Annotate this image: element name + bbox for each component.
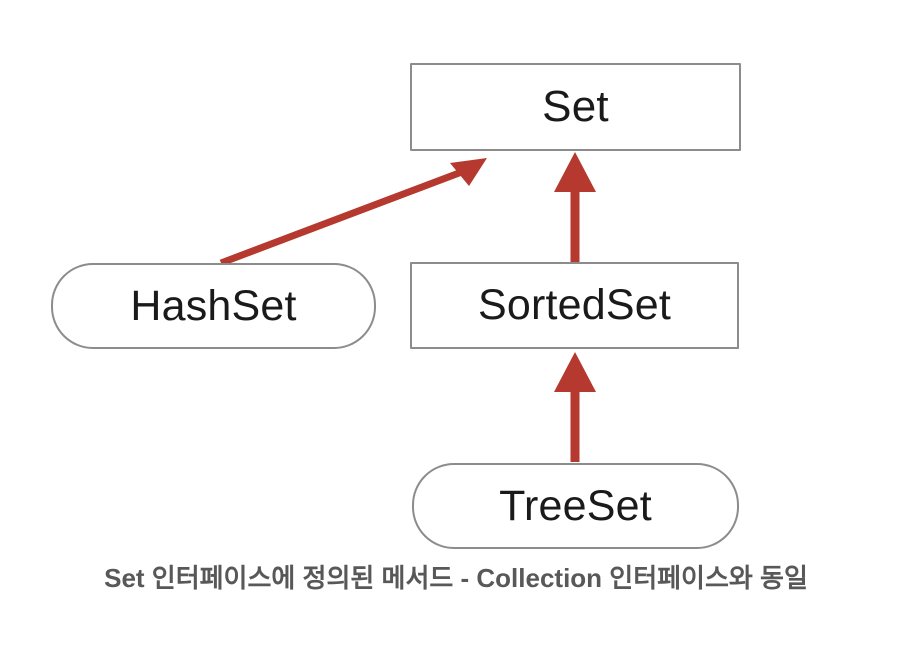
- node-treeset[interactable]: TreeSet: [412, 463, 739, 549]
- arrowhead-hashset-to-set: [450, 158, 487, 186]
- node-sortedset[interactable]: SortedSet: [410, 262, 739, 349]
- node-hashset-label: HashSet: [130, 281, 297, 330]
- node-set[interactable]: Set: [410, 63, 741, 151]
- node-sortedset-label: SortedSet: [477, 281, 672, 329]
- edge-treeset-to-sortedset: [554, 352, 596, 462]
- edge-line-hashset-to-set: [219, 166, 469, 267]
- diagram-caption: Set 인터페이스에 정의된 메서드 - Collection 인터페이스와 동…: [104, 563, 808, 593]
- node-set-label: Set: [542, 82, 609, 131]
- edge-hashset-to-set: [219, 158, 487, 267]
- arrowhead-treeset-to-sortedset: [554, 352, 596, 392]
- edge-sortedset-to-set: [554, 152, 596, 262]
- arrowhead-sortedset-to-set: [554, 152, 596, 192]
- node-treeset-label: TreeSet: [499, 481, 652, 530]
- node-hashset[interactable]: HashSet: [51, 263, 376, 349]
